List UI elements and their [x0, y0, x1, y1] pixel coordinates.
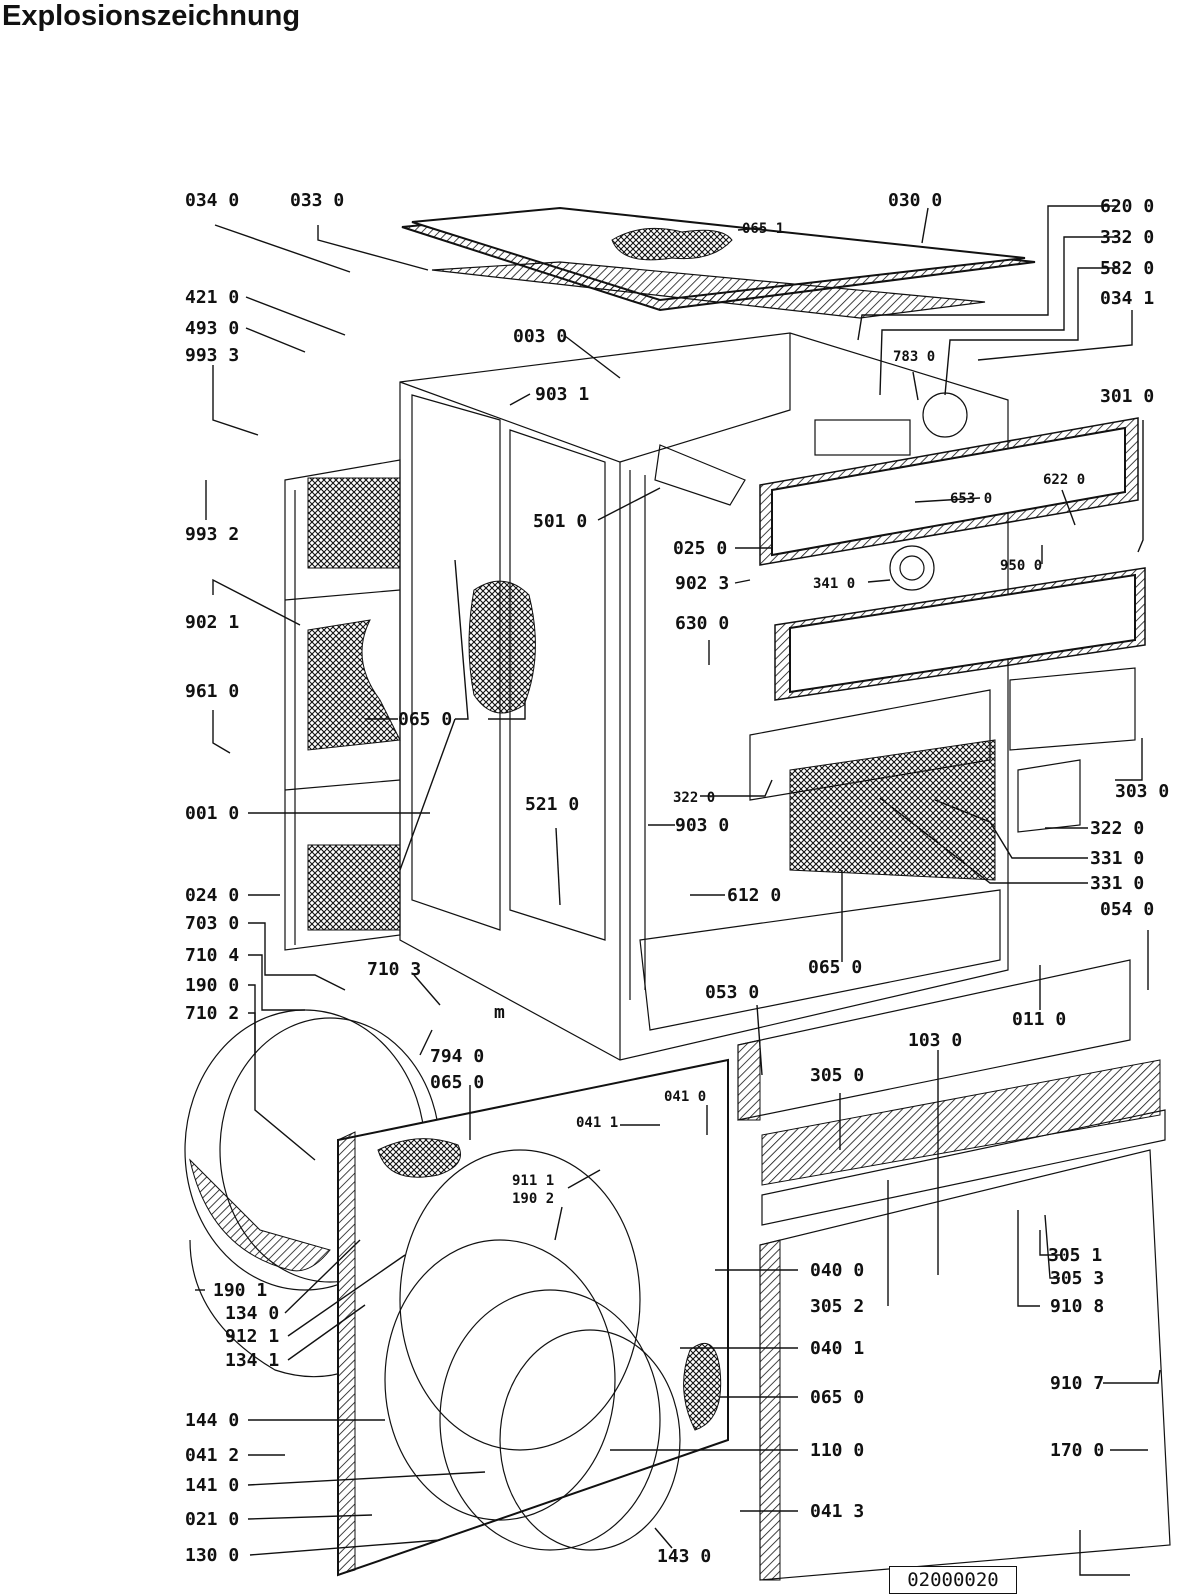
part-label: 303 0	[1115, 781, 1169, 802]
side-door-part	[737, 959, 1171, 1581]
part-label: 054 0	[1100, 899, 1154, 920]
part-label: 332 0	[1100, 227, 1154, 248]
part-label: 144 0	[185, 1410, 239, 1431]
part-label: 103 0	[908, 1030, 962, 1051]
part-label: 950 0	[1000, 558, 1042, 574]
part-label: 582 0	[1100, 258, 1154, 279]
part-label: 034 1	[1100, 288, 1154, 309]
part-label: 993 2	[185, 524, 239, 545]
part-label: 130 0	[185, 1545, 239, 1566]
part-label: 134 1	[225, 1350, 279, 1371]
part-label: 903 0	[675, 815, 729, 836]
part-label: 961 0	[185, 681, 239, 702]
part-label: m	[494, 1002, 505, 1023]
part-label: 040 1	[810, 1338, 864, 1359]
part-label: 190 1	[213, 1280, 267, 1301]
leader-lines	[195, 205, 1161, 1576]
part-label: 501 0	[533, 511, 587, 532]
part-label: 001 0	[185, 803, 239, 824]
part-label: 025 0	[673, 538, 727, 559]
part-label: 065 0	[808, 957, 862, 978]
part-label: 910 8	[1050, 1296, 1104, 1317]
part-label: 024 0	[185, 885, 239, 906]
part-label: 041 0	[664, 1089, 706, 1105]
control-panel-part	[654, 392, 1146, 881]
part-label: 030 0	[888, 190, 942, 211]
front-panel-part	[337, 1058, 729, 1577]
part-label: 794 0	[430, 1046, 484, 1067]
part-label: 110 0	[810, 1440, 864, 1461]
side-panel-part	[284, 459, 401, 951]
part-label: 143 0	[657, 1546, 711, 1567]
part-label: 622 0	[1043, 472, 1085, 488]
part-label: 421 0	[185, 287, 239, 308]
part-label: 783 0	[893, 349, 935, 365]
part-label: 710 3	[367, 959, 421, 980]
part-label: 703 0	[185, 913, 239, 934]
part-label: 170 0	[1050, 1440, 1104, 1461]
part-label: 612 0	[727, 885, 781, 906]
part-label: 902 1	[185, 612, 239, 633]
part-label: 620 0	[1100, 196, 1154, 217]
part-label: 305 3	[1050, 1268, 1104, 1289]
part-label: 993 3	[185, 345, 239, 366]
part-label: 630 0	[675, 613, 729, 634]
part-label: 053 0	[705, 982, 759, 1003]
part-label: 065 1	[742, 221, 784, 237]
part-label: 041 3	[810, 1501, 864, 1522]
part-label: 521 0	[525, 794, 579, 815]
part-label: 041 2	[185, 1445, 239, 1466]
part-label: 301 0	[1100, 386, 1154, 407]
part-label: 322 0	[1090, 818, 1144, 839]
part-label: 322 0	[673, 790, 715, 806]
part-label: 912 1	[225, 1326, 279, 1347]
part-label: 305 2	[810, 1296, 864, 1317]
part-label: 910 7	[1050, 1373, 1104, 1394]
part-label: 493 0	[185, 318, 239, 339]
part-label: 021 0	[185, 1509, 239, 1530]
part-label: 305 0	[810, 1065, 864, 1086]
part-label: 065 0	[810, 1387, 864, 1408]
part-label: 065 0	[398, 709, 452, 730]
part-label: 041 1	[576, 1115, 618, 1131]
part-label: 305 1	[1048, 1245, 1102, 1266]
part-label: 190 2	[512, 1191, 554, 1207]
page-title: Explosionszeichnung	[2, 0, 301, 32]
document-number-box: 02000020	[889, 1566, 1017, 1594]
part-label: 903 1	[535, 384, 589, 405]
part-label: 710 4	[185, 945, 239, 966]
part-label: 331 0	[1090, 848, 1144, 869]
part-label: 911 1	[512, 1173, 554, 1189]
part-label: 033 0	[290, 190, 344, 211]
part-label: 141 0	[185, 1475, 239, 1496]
cabinet-body-part	[399, 332, 1009, 1061]
part-label: 331 0	[1090, 873, 1144, 894]
part-label: 034 0	[185, 190, 239, 211]
part-label: 134 0	[225, 1303, 279, 1324]
part-label: 710 2	[185, 1003, 239, 1024]
part-label: 190 0	[185, 975, 239, 996]
part-labels: 034 0 033 0 030 0 065 1 620 0 332 0 582 …	[185, 190, 1169, 1567]
part-label: 902 3	[675, 573, 729, 594]
insulation-mat-part	[431, 261, 986, 319]
part-label: 040 0	[810, 1260, 864, 1281]
part-label: 653 0	[950, 491, 992, 507]
part-label: 011 0	[1012, 1009, 1066, 1030]
part-label: 341 0	[813, 576, 855, 592]
part-label: 065 0	[430, 1072, 484, 1093]
part-label: 003 0	[513, 326, 567, 347]
